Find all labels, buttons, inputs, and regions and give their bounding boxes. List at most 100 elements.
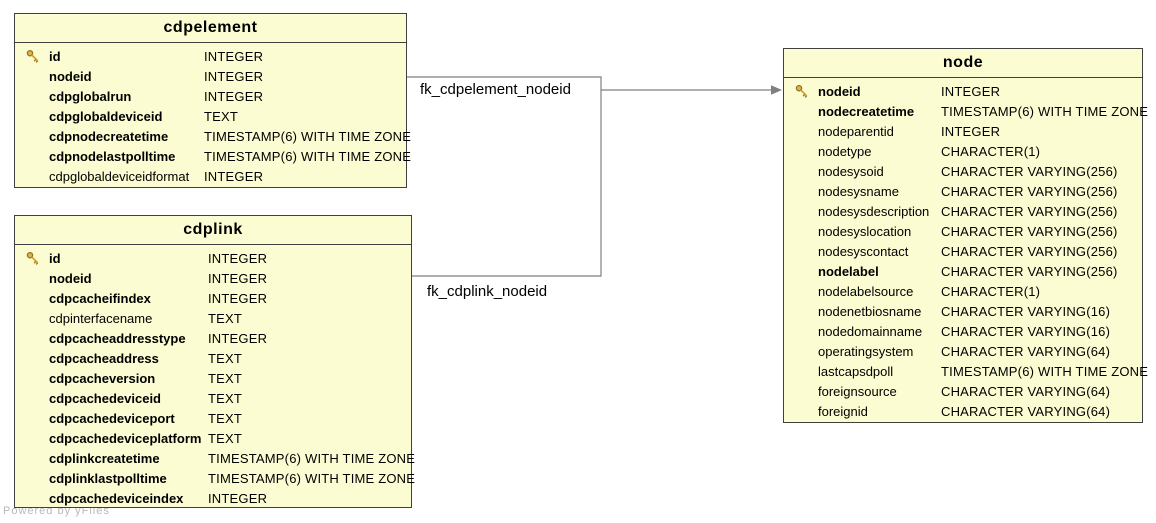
table-row: cdpcacheversion TEXT <box>15 368 411 388</box>
table-row: cdpcacheaddresstype INTEGER <box>15 328 411 348</box>
column-name: cdpcacheaddress <box>49 350 159 366</box>
key-cell <box>784 201 818 221</box>
column-name: nodetype <box>818 143 872 159</box>
table-row: nodeparentid INTEGER <box>784 121 1142 141</box>
key-cell <box>15 308 49 328</box>
table-rows-cdpelement: id INTEGER nodeid INTEGER cdpglo <box>15 43 411 186</box>
column-name: cdpcachedeviceplatform <box>49 430 202 446</box>
table-row: foreignid CHARACTER VARYING(64) <box>784 401 1142 421</box>
column-type: TIMESTAMP(6) WITH TIME ZONE <box>208 450 416 466</box>
column-name: nodeid <box>49 68 92 84</box>
column-name: cdpcachedeviceport <box>49 410 175 426</box>
table-row: nodeid INTEGER <box>15 268 411 288</box>
table-cdpelement: cdpelement id INTEGER nodeid IN <box>14 13 411 188</box>
key-cell <box>784 161 818 181</box>
column-type: TEXT <box>208 350 243 366</box>
column-name: cdpnodelastpolltime <box>49 148 176 164</box>
key-cell <box>784 341 818 361</box>
column-name: cdpcacheifindex <box>49 290 151 306</box>
column-type: INTEGER <box>204 68 264 84</box>
column-type: CHARACTER VARYING(64) <box>941 383 1111 399</box>
column-type: INTEGER <box>208 330 268 346</box>
table-row: cdpcachedeviceindex INTEGER <box>15 488 411 508</box>
column-name: cdpinterfacename <box>49 310 153 326</box>
column-type: CHARACTER VARYING(256) <box>941 223 1118 239</box>
column-name: nodesysname <box>818 183 899 199</box>
key-cell <box>15 146 49 166</box>
column-type: CHARACTER(1) <box>941 283 1041 299</box>
column-type: INTEGER <box>204 168 264 184</box>
table-row: nodesyslocation CHARACTER VARYING(256) <box>784 221 1142 241</box>
key-cell <box>784 321 818 341</box>
table-row: cdpglobaldeviceidformat INTEGER <box>15 166 406 186</box>
column-type: INTEGER <box>208 270 268 286</box>
key-cell <box>15 66 49 86</box>
primary-key-icon <box>26 251 39 265</box>
table-row: cdplinkcreatetime TIMESTAMP(6) WITH TIME… <box>15 448 415 468</box>
column-name: cdpnodecreatetime <box>49 128 169 144</box>
key-cell <box>784 261 818 281</box>
column-type: CHARACTER VARYING(16) <box>941 323 1111 339</box>
column-type: CHARACTER VARYING(16) <box>941 303 1111 319</box>
key-cell <box>15 248 49 268</box>
key-cell <box>784 361 818 381</box>
key-cell <box>784 401 818 421</box>
table-row: id INTEGER <box>15 248 411 268</box>
key-cell <box>784 221 818 241</box>
key-cell <box>784 121 818 141</box>
table-cdplink: cdplink id INTEGER nodeid INTEG <box>14 215 415 508</box>
column-type: CHARACTER VARYING(256) <box>941 203 1118 219</box>
column-name: nodeparentid <box>818 123 894 139</box>
column-type: INTEGER <box>941 83 1001 99</box>
column-name: operatingsystem <box>818 343 914 359</box>
column-type: CHARACTER VARYING(256) <box>941 163 1118 179</box>
column-type: INTEGER <box>204 48 264 64</box>
key-cell <box>784 241 818 261</box>
column-name: cdpcachedeviceid <box>49 390 161 406</box>
column-name: nodesyscontact <box>818 243 909 259</box>
column-type: INTEGER <box>941 123 1001 139</box>
table-row: cdpcachedeviceid TEXT <box>15 388 411 408</box>
table-row: cdpglobalrun INTEGER <box>15 86 406 106</box>
column-type: TEXT <box>208 430 243 446</box>
column-type: INTEGER <box>204 88 264 104</box>
table-row: cdpnodecreatetime TIMESTAMP(6) WITH TIME… <box>15 126 411 146</box>
column-type: CHARACTER VARYING(256) <box>941 183 1118 199</box>
arrowhead-icon <box>771 85 782 95</box>
table-row: nodelabel CHARACTER VARYING(256) <box>784 261 1142 281</box>
key-cell <box>15 488 49 508</box>
column-name: nodedomainname <box>818 323 923 339</box>
table-row: nodesysname CHARACTER VARYING(256) <box>784 181 1142 201</box>
primary-key-icon <box>26 49 39 63</box>
column-name: nodecreatetime <box>818 103 915 119</box>
table-row: nodeid INTEGER <box>784 81 1142 101</box>
primary-key-icon <box>795 84 808 98</box>
column-name: cdplinklastpolltime <box>49 470 167 486</box>
table-row: nodetype CHARACTER(1) <box>784 141 1142 161</box>
fk-label-cdplink-nodeid: fk_cdplink_nodeid <box>427 283 548 300</box>
column-name: id <box>49 250 61 266</box>
key-cell <box>15 268 49 288</box>
column-type: CHARACTER VARYING(256) <box>941 243 1118 259</box>
column-name: foreignsource <box>818 383 897 399</box>
key-cell <box>15 126 49 146</box>
key-cell <box>15 166 49 186</box>
key-cell <box>15 348 49 368</box>
table-rows-node: nodeid INTEGER nodecreatetime TIMESTAMP(… <box>784 78 1148 421</box>
column-name: foreignid <box>818 403 868 419</box>
table-row: nodelabelsource CHARACTER(1) <box>784 281 1142 301</box>
column-type: TEXT <box>208 370 243 386</box>
table-row: foreignsource CHARACTER VARYING(64) <box>784 381 1142 401</box>
table-row: lastcapsdpoll TIMESTAMP(6) WITH TIME ZON… <box>784 361 1148 381</box>
column-name: nodesysdescription <box>818 203 930 219</box>
yfiles-watermark: Powered by yFiles <box>3 505 110 517</box>
table-row: cdpinterfacename TEXT <box>15 308 411 328</box>
column-type: INTEGER <box>208 490 268 506</box>
column-name: nodeid <box>49 270 92 286</box>
column-type: TEXT <box>208 390 243 406</box>
key-cell <box>784 381 818 401</box>
column-name: id <box>49 48 61 64</box>
column-name: cdpcachedeviceindex <box>49 490 184 506</box>
